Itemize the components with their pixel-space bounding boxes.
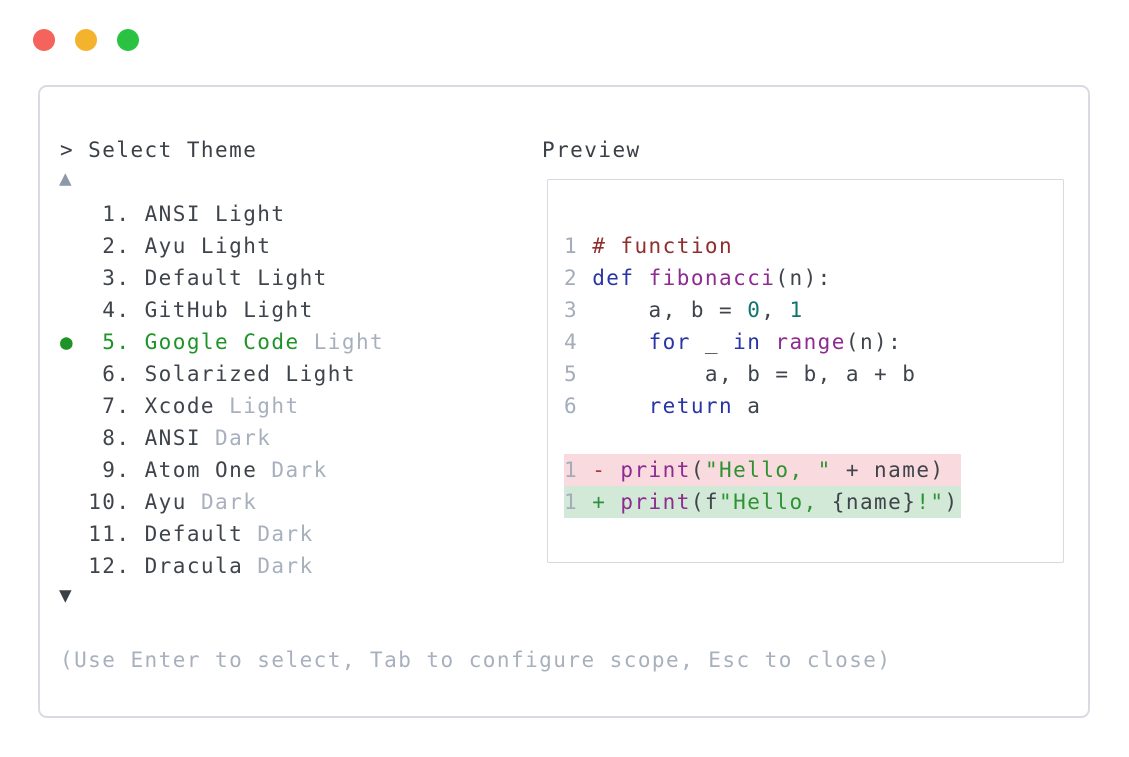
theme-option-7[interactable]: 7. Xcode Light (60, 390, 384, 422)
theme-name: Dracula (144, 554, 244, 578)
minimize-button[interactable] (75, 29, 97, 51)
theme-option-12[interactable]: 12. Dracula Dark (60, 550, 384, 582)
code-line: 3 a, b = 0, 1 (564, 294, 1063, 326)
theme-name: Ayu Light (144, 234, 272, 258)
scroll-up-indicator[interactable]: ▲ (59, 166, 74, 190)
diff-removed-line: 1 - print("Hello, " + name) (564, 454, 961, 486)
theme-number: 7. (88, 394, 145, 418)
code-line: 6 return a (564, 390, 1063, 422)
code-line: 5 a, b = b, a + b (564, 358, 1063, 390)
theme-name: Solarized Light (144, 362, 356, 386)
theme-variant: Dark (271, 458, 328, 482)
code-line: 4 for _ in range(n): (564, 326, 1063, 358)
theme-variant: Dark (257, 554, 314, 578)
preview-heading: Preview (542, 138, 641, 162)
theme-option-5-selected[interactable]: ● 5. Google Code Light (60, 326, 384, 358)
theme-variant: Light (313, 330, 385, 354)
line-number: 6 (564, 394, 579, 418)
bullet-marker (60, 486, 88, 518)
code-text: # function (592, 234, 734, 258)
theme-name: Default Light (144, 266, 328, 290)
theme-name: ANSI (144, 426, 201, 450)
code-text: for _ in range(n): (648, 330, 903, 354)
diff-added-line: 1 + print(f"Hello, {name}!") (564, 486, 961, 518)
keyboard-hints: (Use Enter to select, Tab to configure s… (60, 648, 892, 672)
theme-variant: Dark (215, 426, 272, 450)
theme-name: Ayu (144, 490, 187, 514)
window-controls (33, 29, 139, 51)
theme-option-10[interactable]: 10. Ayu Dark (60, 486, 384, 518)
theme-variant: Dark (257, 522, 314, 546)
theme-selector-panel: > Select Theme Preview ▲ 1. ANSI Light 2… (38, 85, 1090, 718)
line-number: 1 (564, 490, 579, 514)
line-number: 4 (564, 330, 579, 354)
theme-option-8[interactable]: 8. ANSI Dark (60, 422, 384, 454)
scroll-down-indicator[interactable]: ▼ (59, 583, 74, 607)
theme-name: Google Code (144, 330, 300, 354)
bullet-marker (60, 358, 88, 390)
line-number: 2 (564, 266, 579, 290)
code-text: def fibonacci(n): (592, 266, 832, 290)
theme-option-6[interactable]: 6. Solarized Light (60, 358, 384, 390)
theme-number: 1. (88, 202, 145, 226)
code-sample: 1 # function 2 def fibonacci(n): 3 a, b = … (548, 180, 1063, 518)
theme-option-11[interactable]: 11. Default Dark (60, 518, 384, 550)
code-text: - print("Hello, " + name) (592, 458, 945, 482)
theme-number: 10. (88, 490, 145, 514)
line-number: 1 (564, 458, 579, 482)
line-number: 1 (564, 234, 579, 258)
theme-number: 12. (88, 554, 145, 578)
code-text: a, b = b, a + b (592, 362, 917, 386)
theme-list: 1. ANSI Light 2. Ayu Light 3. Default Li… (60, 198, 384, 582)
bullet-marker (60, 230, 88, 262)
bullet-marker (60, 390, 88, 422)
bullet-marker (60, 454, 88, 486)
zoom-button[interactable] (117, 29, 139, 51)
theme-option-1[interactable]: 1. ANSI Light (60, 198, 384, 230)
close-button[interactable] (33, 29, 55, 51)
bullet-marker (60, 198, 88, 230)
selected-bullet: ● (60, 330, 75, 354)
bullet-marker (60, 262, 88, 294)
bullet-marker (60, 518, 88, 550)
code-text: a, b = 0, 1 (592, 298, 804, 322)
code-text: return a (648, 394, 762, 418)
theme-variant: Light (229, 394, 300, 418)
select-theme-prompt: > Select Theme (60, 138, 258, 162)
theme-variant: Dark (200, 490, 258, 514)
theme-number: 6. (88, 362, 145, 386)
code-text: + print(f"Hello, {name}!") (592, 490, 959, 514)
bullet-marker (60, 550, 88, 582)
theme-name: ANSI Light (144, 202, 286, 226)
theme-number: 8. (88, 426, 145, 450)
theme-option-2[interactable]: 2. Ayu Light (60, 230, 384, 262)
theme-number: 3. (88, 266, 145, 290)
code-gap (564, 422, 1063, 454)
preview-pane: 1 # function 2 def fibonacci(n): 3 a, b = … (547, 179, 1064, 563)
line-number: 5 (564, 362, 579, 386)
theme-option-4[interactable]: 4. GitHub Light (60, 294, 384, 326)
code-line: 1 # function (564, 230, 1063, 262)
theme-name: Xcode (144, 394, 216, 418)
code-line: 2 def fibonacci(n): (564, 262, 1063, 294)
theme-number: 4. (88, 298, 145, 322)
theme-option-3[interactable]: 3. Default Light (60, 262, 384, 294)
theme-name: GitHub Light (144, 298, 314, 322)
theme-option-9[interactable]: 9. Atom One Dark (60, 454, 384, 486)
bullet-marker (60, 422, 88, 454)
theme-name: Default (144, 522, 244, 546)
line-number: 3 (564, 298, 579, 322)
theme-number: 11. (88, 522, 145, 546)
theme-name: Atom One (144, 458, 258, 482)
theme-number: 5. (88, 330, 145, 354)
theme-number: 9. (88, 458, 145, 482)
bullet-marker (60, 294, 88, 326)
theme-number: 2. (88, 234, 145, 258)
